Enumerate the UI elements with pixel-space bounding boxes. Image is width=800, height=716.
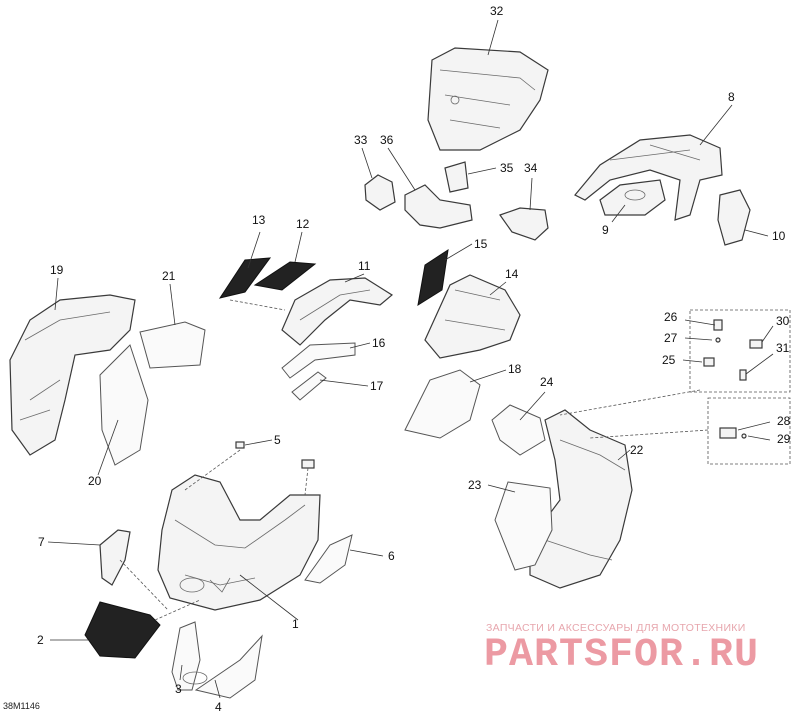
callout-33: 33 [354, 133, 368, 147]
part-12-shape [253, 261, 317, 291]
hardware-box-lower [707, 397, 791, 465]
callout-8: 8 [728, 90, 735, 104]
callout-20: 20 [88, 474, 102, 488]
callout-9: 9 [602, 223, 609, 237]
part-18-shape [404, 369, 481, 439]
part-8-shape [574, 134, 723, 221]
part-25-shape [703, 357, 715, 367]
callout-3: 3 [175, 682, 182, 696]
callout-35: 35 [500, 161, 514, 175]
assembly-guides [119, 299, 709, 621]
callout-21: 21 [162, 269, 176, 283]
watermark-tagline: ЗАПЧАСТИ И АКСЕССУАРЫ ДЛЯ МОТОТЕХНИКИ [486, 622, 746, 634]
part-26-shape [713, 319, 723, 331]
part-30-shape [749, 339, 763, 349]
callout-36: 36 [380, 133, 394, 147]
part-34-shape [499, 207, 549, 241]
leader-lines [47, 19, 774, 699]
callout-26: 26 [664, 310, 678, 324]
callout-13: 13 [252, 213, 266, 227]
part-17-shape [291, 371, 327, 401]
callout-32: 32 [490, 4, 504, 18]
callout-14: 14 [505, 267, 519, 281]
part-31-shape [739, 369, 747, 381]
callout-7: 7 [38, 535, 45, 549]
part-19-shape [9, 294, 136, 456]
callout-15: 15 [474, 237, 488, 251]
part-13-shape [218, 257, 272, 299]
callout-27: 27 [664, 331, 678, 345]
part-23-shape [494, 481, 553, 571]
callout-17: 17 [370, 379, 384, 393]
part-16-shape [281, 342, 356, 379]
callout-29: 29 [777, 432, 791, 446]
callout-23: 23 [468, 478, 482, 492]
part-20-shape [99, 344, 149, 466]
callout-30: 30 [776, 314, 790, 328]
callout-19: 19 [50, 263, 64, 277]
part-6-shape [304, 534, 353, 584]
diagram-code: 38M1146 [3, 701, 40, 711]
part-11-shape [281, 277, 394, 346]
part-3-shape [171, 621, 201, 691]
callout-25: 25 [662, 353, 676, 367]
callout-5: 5 [274, 433, 281, 447]
part-1-shape [157, 474, 321, 611]
part-14-shape [424, 274, 521, 359]
part-9-shape [599, 179, 666, 216]
part-7-shape [99, 529, 131, 586]
callout-labels: 1 2 3 4 5 6 7 8 9 10 11 12 13 14 15 16 1… [37, 4, 791, 714]
part-35-shape [444, 161, 469, 193]
hardware-box-upper [689, 309, 791, 393]
watermark-logo: PARTSFOR.RU [484, 633, 760, 678]
callout-31: 31 [776, 341, 790, 355]
callout-24: 24 [540, 375, 554, 389]
part-36-shape [404, 184, 473, 229]
part-27-shape [715, 337, 721, 343]
callout-22: 22 [630, 443, 644, 457]
part-32-shape [427, 47, 549, 151]
part-28-shape [719, 427, 737, 439]
callout-28: 28 [777, 414, 791, 428]
part-10-shape [717, 189, 751, 246]
part-2-shape [84, 601, 161, 659]
part-15-shape [417, 248, 449, 307]
part-22-shape [529, 409, 633, 589]
callout-1: 1 [292, 617, 299, 631]
callout-2: 2 [37, 633, 44, 647]
callout-18: 18 [508, 362, 522, 376]
callout-34: 34 [524, 161, 538, 175]
callout-16: 16 [372, 336, 386, 350]
callout-6: 6 [388, 549, 395, 563]
callout-12: 12 [296, 217, 310, 231]
part-29-shape [741, 433, 747, 439]
part-21-shape [139, 321, 206, 369]
part-24-shape [491, 404, 546, 456]
part-33-shape [364, 174, 396, 211]
part-4-shape [182, 634, 263, 699]
callout-10: 10 [772, 229, 786, 243]
callout-11: 11 [358, 259, 371, 273]
callout-4: 4 [215, 700, 222, 714]
